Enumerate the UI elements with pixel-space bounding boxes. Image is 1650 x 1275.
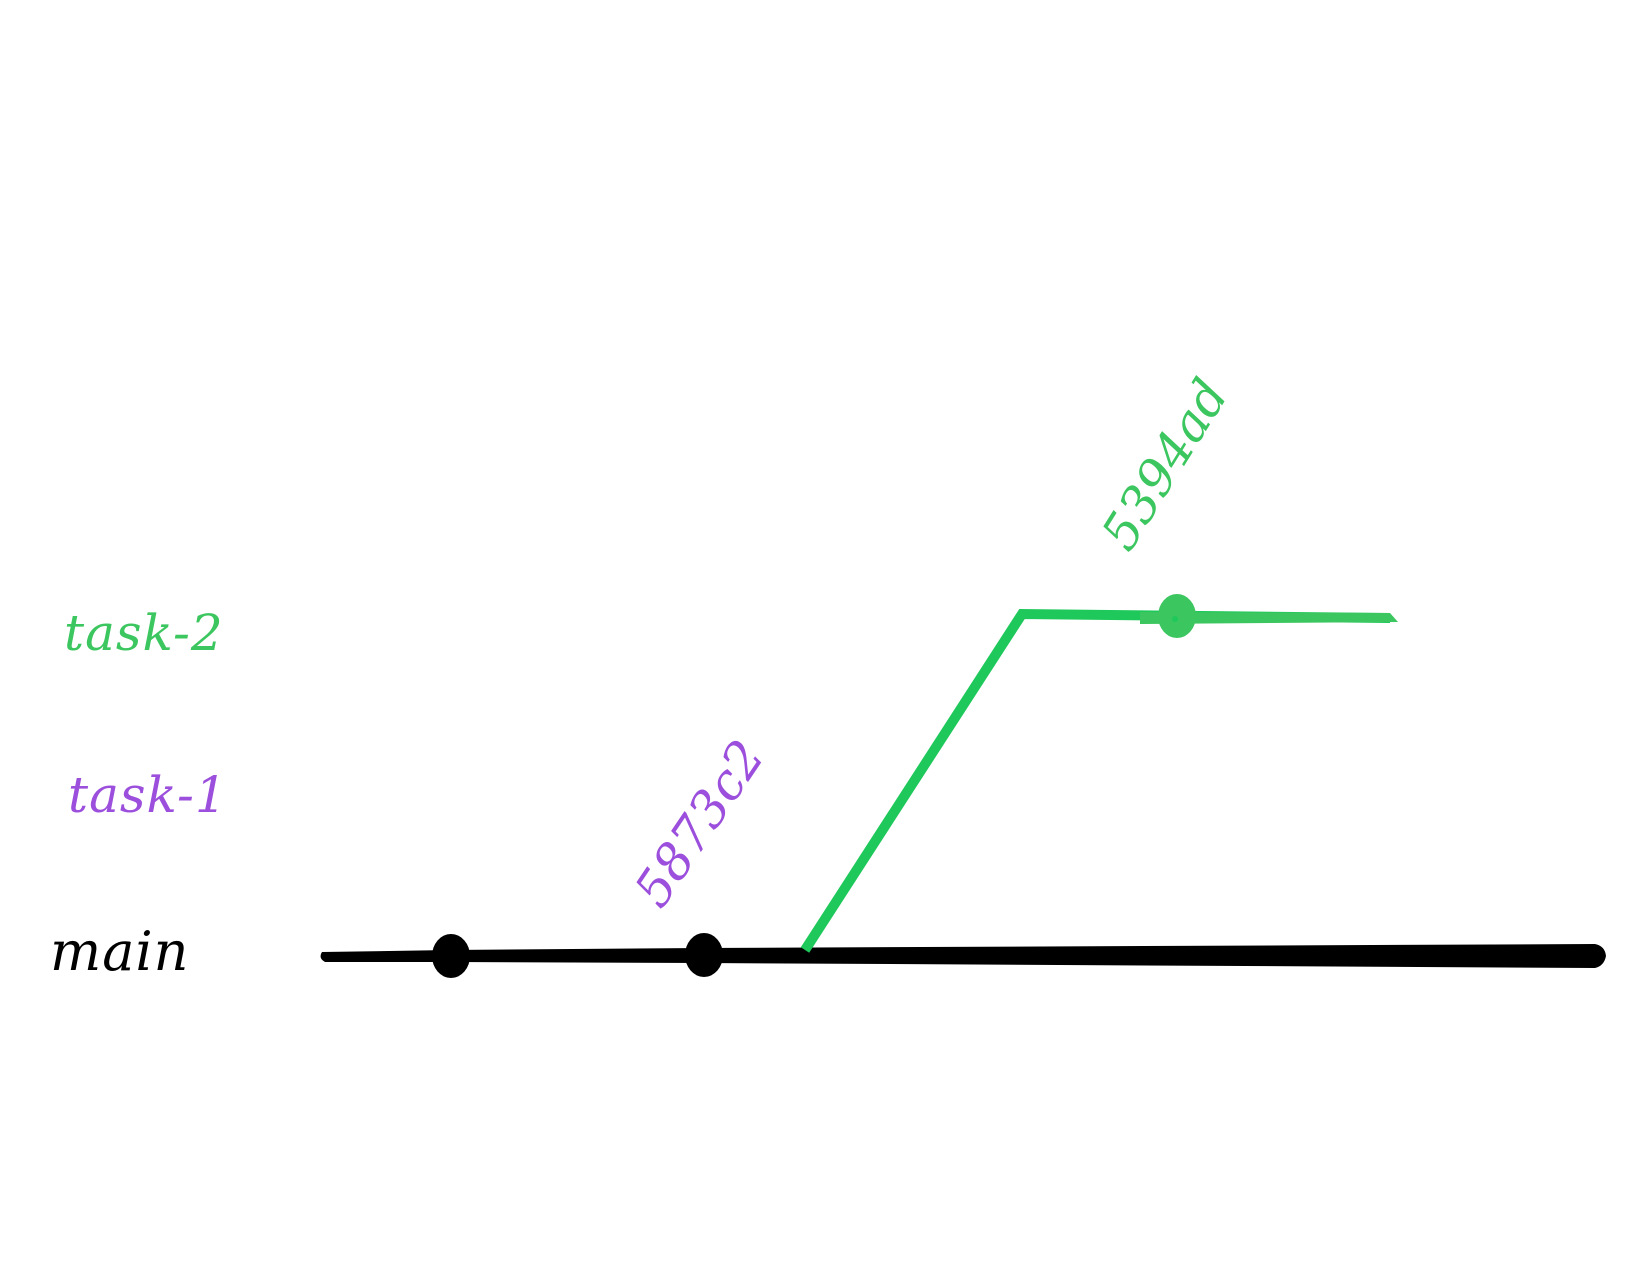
main-branch-line [320,944,1607,968]
main-commit-dot-1[interactable] [432,934,470,978]
branch-label-task-2: task-2 [64,604,224,662]
task2-commit-dot-center [1172,616,1178,622]
task2-commit-dot[interactable] [1158,594,1196,638]
branch-label-task-1: task-1 [68,766,228,824]
task2-branch-line [800,608,1391,953]
branch-label-main: main [50,920,190,983]
task2-branch-line-tail [1140,612,1398,624]
main-commit-dot-2[interactable] [685,933,723,977]
